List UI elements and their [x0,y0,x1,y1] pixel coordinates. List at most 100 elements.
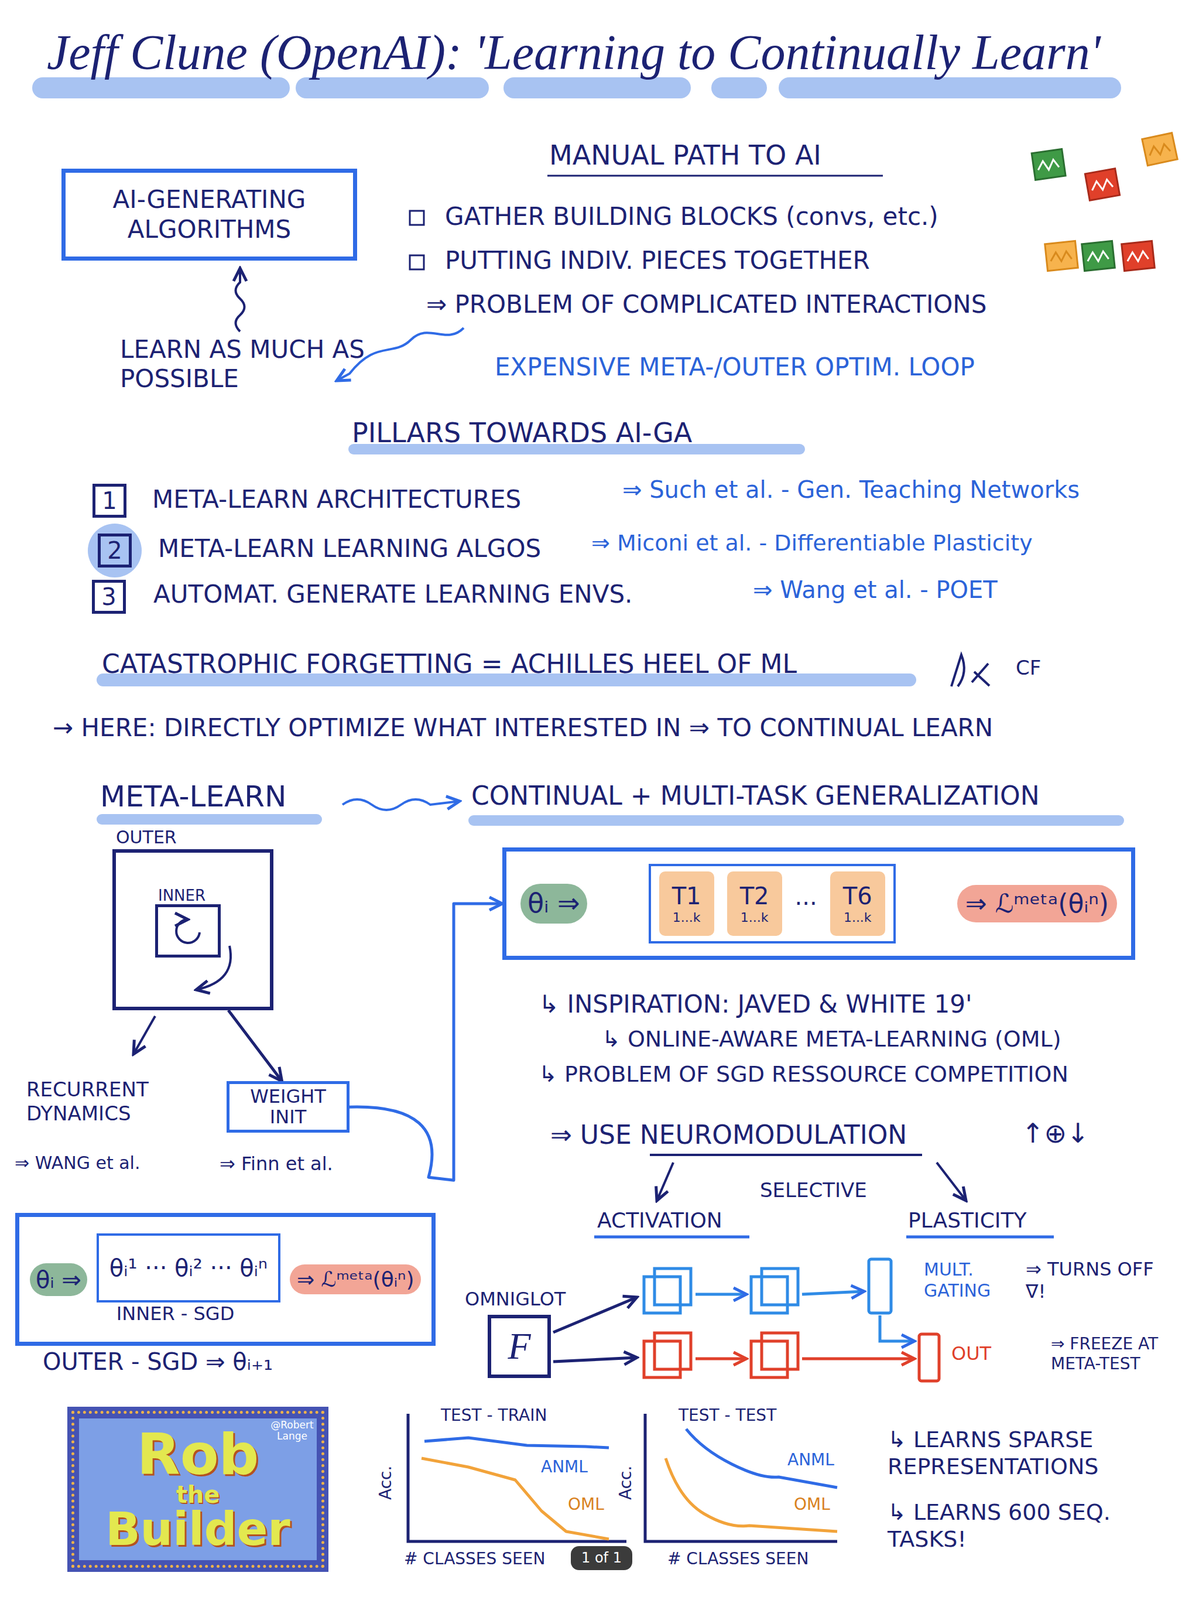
section-heading: PILLARS TOWARDS AI-GA [351,416,693,450]
branch-label: ACTIVATION [597,1207,723,1233]
network-sketch [643,1340,681,1377]
page-indicator: 1 of 1 [570,1545,633,1570]
text-highlight [96,813,322,825]
citation: ⇒ WANG et al. [14,1152,140,1174]
checkbox [409,210,424,225]
note-label: ⇒ PROBLEM OF COMPLICATED INTERACTIONS [426,289,987,320]
network-sketch [868,1258,892,1313]
sticky-notes [1142,132,1178,166]
node-text: ··· [795,889,818,918]
node-text: θᵢ ⇒ [29,1262,88,1296]
sticky-notes [1031,148,1066,180]
node-text: θᵢ ⇒ [520,883,588,923]
text-highlight [87,443,1125,826]
title-highlight [778,77,1122,99]
node-text: OUTER - SGD ⇒ θᵢ₊₁ [42,1347,273,1376]
sticky-notes [1031,148,1066,180]
chart-lines [424,1437,609,1448]
inner-sgd-box: θᵢ¹ ··· θᵢ² ··· θᵢⁿINNER - SGD [96,1232,281,1303]
node-text: ⇒ ℒᵐᵉᵗᵃ(θᵢⁿ) [289,1263,422,1294]
bullet-text: GATHER BUILDING BLOCKS (convs, etc.) [444,201,939,232]
network-sketch [919,1333,940,1381]
sticky-notes [1081,240,1116,271]
node-text: 2 [107,536,122,565]
sticky-notes [1086,250,1109,263]
node-text: F [507,1327,531,1365]
series-label: ANML [787,1449,835,1470]
note-label: ↳ LEARNS SPARSE REPRESENTATIONS [887,1426,1181,1480]
note-label: ↳ INSPIRATION: JAVED & WHITE 19' [538,989,972,1019]
axis-label: Acc. [375,1465,396,1500]
node-text: OMNIGLOT [464,1287,566,1310]
symbol-label: ↑⊕↓ [1021,1117,1090,1150]
network-sketch [802,1357,915,1360]
network-sketch [695,1292,747,1296]
sticky-notes [1126,250,1149,263]
bullet-text: PUTTING INDIV. PIECES TOGETHER [444,245,870,276]
text-highlight [87,523,142,578]
node-text: T1 [672,881,702,910]
sticky-notes [1142,132,1178,166]
axis-label: Acc. [615,1465,636,1500]
section-heading: META-LEARN [100,778,287,814]
sticky-notes [1084,168,1120,201]
note-label: EXPENSIVE META-/OUTER OPTIM. LOOP [494,352,975,382]
node-text: ⇒ ℒᵐᵉᵗᵃ(θᵢⁿ) [957,884,1118,923]
callout-number: 1 [92,483,127,518]
note-label: ⇒ USE NEUROMODULATION [550,1119,907,1151]
network-sketch [553,1357,637,1362]
outer-loop-box: OUTERINNER [112,848,274,1010]
pillar-text: META-LEARN LEARNING ALGOS [158,533,541,564]
loop-arrows [133,1015,156,1054]
text-highlight [468,814,1125,826]
loop-arrows [196,945,231,990]
branch-label: PLASTICITY [908,1207,1027,1233]
goal-box: AI-GENERATING ALGORITHMS [61,168,358,261]
chart-title: TEST - TRAIN [440,1405,547,1425]
underline [906,1235,1054,1239]
citation: ⇒ Such et al. - Gen. Teaching Networks [622,475,1080,504]
sgd-loop-box: θᵢ ⇒⇒ ℒᵐᵉᵗᵃ(θᵢⁿ)OUTER - SGD ⇒ θᵢ₊₁θᵢ¹ ··… [15,1212,436,1346]
note-label: RECURRENT DYNAMICS [26,1077,173,1126]
note-label: ⇒ FREEZE AT META-TEST [1050,1333,1192,1373]
node-text: WEIGHT INIT [235,1086,341,1127]
underline [594,1235,750,1239]
sticky-notes [1148,142,1171,157]
node-text: INNER - SGD [116,1302,235,1325]
callout-number: 3 [91,579,126,614]
note-label: ↳ LEARNS 600 SEQ. TASKS! [887,1498,1157,1553]
node-text: 1 [101,486,117,515]
pillar-text: AUTOMAT. GENERATE LEARNING ENVS. [153,579,633,609]
chart-axes [408,1413,838,1541]
node-text: 1...k [672,909,701,926]
squiggle-arrow [342,799,460,810]
network-sketch [643,1276,681,1313]
node-text: the [176,1482,221,1506]
section-heading: MANUAL PATH TO AI [549,139,822,172]
citation: ⇒ Miconi et al. - Differentiable Plastic… [591,529,1033,557]
sticky-notes [1036,159,1060,172]
cf-symbol [951,654,965,687]
title: Jeff Clune (OpenAI): 'Learning to Contin… [46,23,1101,83]
task-patch: T11...k [659,871,715,936]
task-sequence-box: ···T11...kT21...kT61...k [648,863,896,944]
neuromodulation-arrows [649,1153,923,1156]
citation: ⇒ Finn et al. [219,1152,334,1175]
task-patch: T61...k [830,871,886,936]
note-label: CF [1015,655,1041,680]
axis-label: # CLASSES SEEN [667,1548,809,1569]
chart-axes [645,1413,838,1541]
cf-symbol [971,663,990,686]
note-label: → HERE: DIRECTLY OPTIMIZE WHAT INTERESTE… [52,713,993,743]
sticky-notes [1081,240,1116,271]
node-text: T6 [843,881,873,910]
weight-init-box: WEIGHT INIT [226,1080,350,1133]
series-label: OML [567,1494,605,1514]
node-text: AI-GENERATING ALGORITHMS [80,185,339,245]
network-sketch [751,1340,788,1377]
node-text: 1...k [740,909,769,926]
loop-arrows [133,919,231,1054]
checkbox [409,255,424,270]
chart-lines [686,1428,838,1488]
